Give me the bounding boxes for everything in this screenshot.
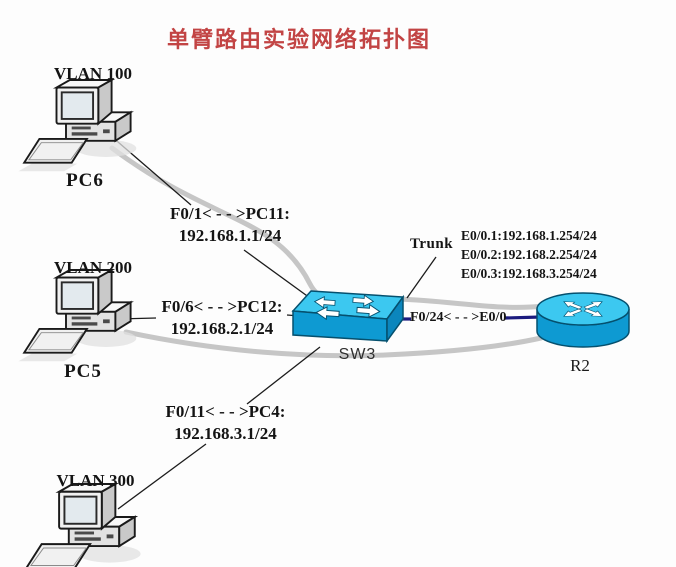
vlan300-computer-icon [19,483,142,567]
link-label-pc12-port: F0/6< - - >PC12: [161,297,283,316]
subinterface-e0-0-3: E0/0.3:192.168.3.254/24 [461,266,597,281]
link-label-pc11-ip: 192.168.1.1/24 [178,226,282,245]
link-label-pc4-ip: 192.168.3.1/24 [174,424,277,443]
vlan-200-label: VLAN 200 [54,258,132,277]
subinterface-e0-0-2: E0/0.2:192.168.2.254/24 [461,247,597,262]
router-r2-icon [537,293,629,347]
pc6-label: PC6 [66,170,104,191]
pc5-computer-icon [17,269,138,363]
switch-router-link-line-right [504,315,542,320]
pointer-line-switch-to-pc4-label [246,346,321,405]
switch-router-link-label: F0/24< - - >E0/0 [410,310,507,325]
diagram-title: 单臂路由实验网络拓扑图 [166,27,431,52]
pc5-label: PC5 [64,361,102,382]
trunk-pointer-line [406,256,437,299]
subinterface-e0-0-1: E0/0.1:192.168.1.254/24 [461,228,597,243]
router-subinterface-list: E0/0.1:192.168.1.254/24 E0/0.2:192.168.2… [461,226,621,283]
vlan-100-label: VLAN 100 [54,64,132,83]
link-label-pc11: F0/1< - - >PC11: 192.168.1.1/24 [140,203,320,247]
switch-label: SW3 [338,346,377,363]
trunk-label: Trunk [410,236,454,252]
cable-pc5-switch-router [123,329,544,359]
link-label-pc11-port: F0/1< - - >PC11: [170,204,290,223]
pc6-computer-icon [17,79,138,173]
switch-sw3-icon [293,291,403,341]
link-label-pc12: F0/6< - - >PC12: 192.168.2.1/24 [138,296,306,340]
pointer-line-label-to-pc-vlan300 [117,443,207,510]
router-label: R2 [570,356,590,375]
link-label-pc4: F0/11< - - >PC4: 192.168.3.1/24 [138,401,313,445]
link-label-pc4-port: F0/11< - - >PC4: [165,402,286,421]
vlan-300-label: VLAN 300 [56,471,135,490]
link-label-pc12-ip: 192.168.2.1/24 [170,319,274,338]
